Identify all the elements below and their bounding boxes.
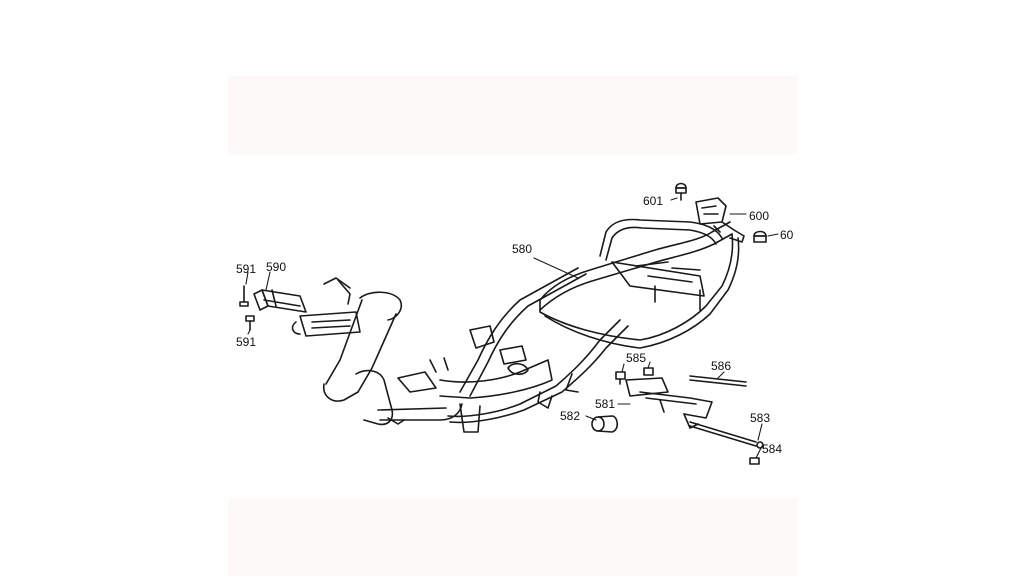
bolt-583 xyxy=(689,421,764,449)
callout-600: 600 xyxy=(749,209,770,223)
head-tube xyxy=(291,277,463,426)
rear-loop xyxy=(539,218,740,349)
callout-585: 585 xyxy=(626,351,647,365)
callout-583: 583 xyxy=(750,411,771,425)
faint-band-bottom xyxy=(228,498,798,576)
bracket-590 xyxy=(253,289,307,313)
bolt-591-bottom xyxy=(245,315,255,331)
bracket-581 xyxy=(625,377,713,429)
nut-60 xyxy=(753,230,767,243)
nut-585 xyxy=(615,371,626,385)
callout-601: 601 xyxy=(643,194,664,208)
callout-60: 60 xyxy=(780,228,794,242)
callout-591-bottom: 591 xyxy=(236,335,257,349)
callout-586: 586 xyxy=(711,359,732,373)
callout-582: 582 xyxy=(560,409,581,423)
bracket-600 xyxy=(695,197,745,243)
bolt-601 xyxy=(675,182,687,201)
nut-585b xyxy=(643,367,654,376)
bushing-582 xyxy=(591,415,619,433)
faint-band-top xyxy=(228,76,798,154)
callout-584: 584 xyxy=(762,442,783,456)
bolt-591-top xyxy=(239,285,249,307)
leader-lines xyxy=(245,197,779,459)
nut-584 xyxy=(749,457,760,465)
callout-591-top: 591 xyxy=(236,262,257,276)
down-tubes xyxy=(397,267,629,433)
callout-580: 580 xyxy=(512,242,533,256)
rod-586 xyxy=(689,375,747,387)
callout-581: 581 xyxy=(595,397,616,411)
callout-590: 590 xyxy=(266,260,287,274)
